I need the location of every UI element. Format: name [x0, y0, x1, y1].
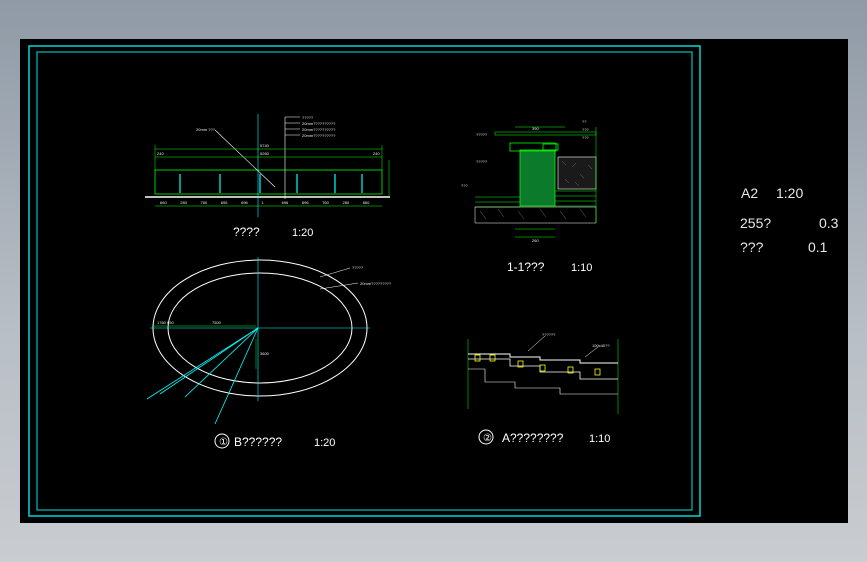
- elevation-bottom-dim: 1: [261, 200, 264, 205]
- plan-title: B??????: [234, 435, 282, 449]
- elevation-bottom-dim: 696: [282, 200, 289, 205]
- section-note-right-2: ???: [582, 127, 589, 132]
- section-dim-bottom: 260: [532, 238, 539, 243]
- elevation-bottom-dim: 696: [302, 200, 309, 205]
- detail-view: ?????? 100x40?? ② A???????? 1:10: [467, 332, 619, 445]
- plan-dim-left: 1760 650: [157, 320, 174, 325]
- plan-callout-1: ?????: [352, 265, 364, 270]
- elevation-callout-2: 20mm??????????: [302, 121, 336, 126]
- section-scale: 1:10: [571, 262, 592, 274]
- elevation-scale: 1:20: [292, 227, 313, 239]
- section-note-mid-left: ?????: [476, 159, 488, 164]
- sheet-scale: 1:20: [776, 185, 804, 201]
- section-note-right-3: ???: [582, 135, 589, 140]
- plan-dim-mid: 7500: [212, 320, 222, 325]
- inner-frame: [36, 51, 693, 511]
- plan-view-number: ①: [219, 437, 228, 448]
- plan-dim-vertical: 3600: [260, 351, 270, 356]
- plan-scale: 1:20: [314, 437, 335, 449]
- elevation-dim-inner: 5260: [260, 151, 270, 156]
- elevation-callout-3: 20mm??????????: [302, 127, 336, 132]
- outer-frame: [28, 45, 701, 517]
- info-row1-label: 255?: [740, 215, 772, 231]
- elevation-bottom-dim: 696: [221, 200, 228, 205]
- elevation-dim-left: 240: [157, 151, 164, 156]
- elevation-bottom-dim: 760: [322, 200, 329, 205]
- plan-callout-2: 20mm?????????: [360, 281, 392, 286]
- detail-callout-1: ??????: [542, 332, 556, 337]
- section-view: 390 260 ????? ????? ??? ?? ??? ??? 1-1??…: [461, 119, 597, 274]
- section-note-top-left: ?????: [476, 132, 488, 137]
- detail-view-number: ②: [483, 433, 492, 444]
- elevation-bottom-dim: 280: [180, 200, 187, 205]
- detail-title: A????????: [502, 431, 564, 445]
- info-row1-value: 0.3: [819, 215, 839, 231]
- detail-scale: 1:10: [589, 433, 610, 445]
- section-note-low-left: ???: [461, 183, 468, 188]
- elevation-bottom-dim: 660: [363, 200, 370, 205]
- sheet-size-label: A2: [741, 185, 759, 201]
- elevation-left-callout: 20mm ???: [196, 127, 216, 132]
- plan-view: ????? 20mm????????? 1760 650 7500 3600 ①…: [146, 257, 392, 449]
- elevation-title: ????: [233, 225, 260, 239]
- elevation-dim-total: 5740: [260, 143, 270, 148]
- cad-drawing: 20mm ??? ????? 20mm?????????? 20mm??????…: [28, 45, 701, 517]
- elevation-view: 20mm ??? ????? 20mm?????????? 20mm??????…: [145, 114, 390, 239]
- info-row2-value: 0.1: [808, 239, 828, 255]
- section-dim-top: 390: [532, 126, 539, 131]
- elevation-bottom-dim: 660: [160, 200, 167, 205]
- info-row2-label: ???: [740, 239, 764, 255]
- detail-callout-2: 100x40??: [592, 343, 610, 348]
- elevation-callout-4: 20mm??????????: [302, 133, 336, 138]
- elevation-bottom-dim: 280: [343, 200, 350, 205]
- elevation-callout-1: ?????: [302, 115, 314, 120]
- elevation-bottom-dim: 696: [241, 200, 248, 205]
- section-title: 1-1???: [507, 260, 545, 274]
- elevation-bottom-dim: 760: [201, 200, 208, 205]
- section-note-right-1: ??: [582, 119, 587, 124]
- elevation-dim-right: 240: [373, 151, 380, 156]
- drawing-canvas[interactable]: 20mm ??? ????? 20mm?????????? 20mm??????…: [20, 39, 848, 523]
